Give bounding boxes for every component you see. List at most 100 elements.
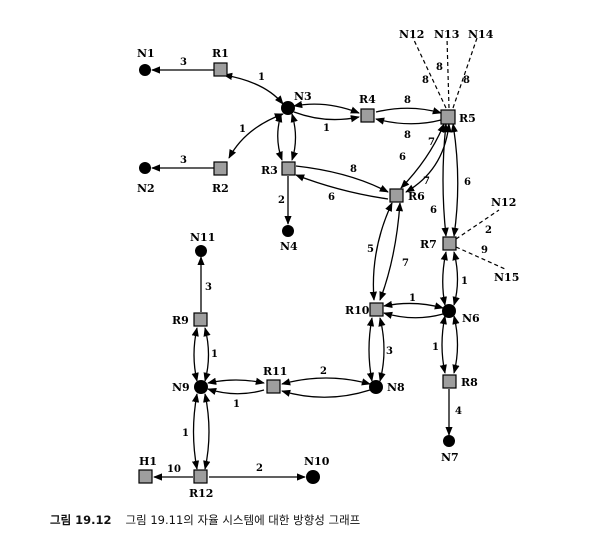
label-h1: H1 [139, 455, 157, 468]
weight-n3-r4: 1 [323, 123, 330, 134]
weight-r3-r6: 8 [350, 164, 357, 175]
edge-r5-r7-left [441, 123, 449, 237]
weight-r10-n6: 1 [409, 293, 416, 304]
caption-number: 그림 19.12 [50, 513, 112, 527]
weight-r10-n8: 3 [386, 346, 393, 357]
networks [139, 64, 456, 484]
label-n12-top: N12 [399, 28, 424, 41]
weight-r6-r5-a: 6 [399, 152, 406, 163]
weight-n9-r11: 1 [233, 399, 240, 410]
edge-n3-r4-top [293, 100, 360, 114]
label-r9: R9 [172, 314, 189, 327]
weight-r1-n3: 1 [258, 72, 265, 83]
router-r6 [389, 188, 404, 203]
weight-r9-n9: 1 [211, 349, 218, 360]
label-n12-right: N12 [491, 196, 516, 209]
edge-n9-r11-bottom [207, 388, 265, 395]
label-n7: N7 [441, 451, 459, 464]
weight-r5-r7: 6 [464, 177, 471, 188]
label-n3: N3 [294, 90, 312, 103]
weight-r5-r4: 8 [404, 130, 411, 141]
weight-r6-r3: 6 [328, 192, 335, 203]
host-h1 [138, 469, 153, 484]
figure-caption: 그림 19.12 그림 19.11의 자율 시스템에 대한 방향성 그래프 [50, 512, 360, 528]
router-r7 [442, 236, 457, 251]
edges [151, 37, 506, 481]
dashed-r5-n13 [446, 37, 450, 109]
label-r10: R10 [345, 304, 370, 317]
network-n3 [281, 101, 295, 115]
weight-r6-r10: 5 [367, 244, 374, 255]
edge-r10-n6-top [383, 300, 444, 310]
router-r4 [360, 108, 375, 123]
weight-r7-r5: 6 [430, 205, 437, 216]
edge-r9-n9-right [203, 327, 211, 382]
edge-r6-r10-right [379, 202, 404, 301]
routers [138, 62, 457, 484]
network-n6 [442, 304, 456, 318]
weight-n9-r12: 1 [182, 428, 189, 439]
network-n8 [369, 380, 383, 394]
edge-r6-r10-left [369, 202, 393, 301]
weight-r4-r5: 8 [404, 95, 411, 106]
dashed-r5-n14 [452, 37, 478, 109]
edge-n9-r12-left [191, 393, 200, 470]
network-n1 [139, 64, 151, 76]
node-labels: N1 R1 N2 R2 N3 R3 N4 R4 R5 R6 R7 N6 R10 … [137, 28, 519, 500]
edge-r11-n8-bottom [281, 389, 371, 398]
edge-r3-r6 [295, 165, 389, 193]
label-n4: N4 [280, 240, 298, 253]
router-r11 [266, 379, 281, 394]
edge-r10-n6-bottom [383, 311, 444, 319]
dashed-r7-n15 [455, 246, 506, 270]
edge-n6-r8-left [439, 315, 447, 374]
network-n9 [194, 380, 208, 394]
weight-r7-n15: 9 [481, 245, 488, 256]
label-r6: R6 [408, 190, 425, 203]
label-r3: R3 [261, 164, 278, 177]
edge-n9-r11-top [207, 377, 265, 385]
router-r3 [281, 161, 296, 176]
caption-text: 그림 19.11의 자율 시스템에 대한 방향성 그래프 [125, 513, 361, 527]
label-n6: N6 [462, 312, 480, 325]
weight-r12-n10: 2 [256, 463, 263, 474]
weight-n6-r8: 1 [432, 342, 439, 353]
edge-r5-r4 [375, 117, 442, 125]
weight-r5-n13: 8 [436, 62, 443, 73]
label-n13: N13 [434, 28, 459, 41]
edge-n3-r3-right [290, 113, 298, 161]
edge-r1-n3 [223, 72, 284, 105]
edge-r6-r3 [295, 174, 389, 200]
label-n8: N8 [387, 381, 405, 394]
dashed-r5-n12 [412, 37, 447, 109]
edge-r7-n6-right [452, 251, 460, 306]
weight-r11-n8: 2 [320, 366, 327, 377]
edge-n6-r8-right [452, 315, 460, 374]
router-r12 [193, 469, 208, 484]
edge-r7-n6-left [439, 251, 448, 306]
label-n1: N1 [137, 47, 155, 60]
weight-r5-n12: 8 [422, 75, 429, 86]
label-r7: R7 [420, 238, 437, 251]
label-n14: N14 [468, 28, 494, 41]
edge-r5-r7-right [450, 123, 459, 237]
label-n11: N11 [190, 231, 215, 244]
label-n2: N2 [137, 182, 155, 195]
edge-r9-n9-left [191, 327, 199, 382]
weight-r5-n14: 8 [463, 75, 470, 86]
router-r2 [213, 161, 228, 176]
edge-n3-r2 [228, 113, 284, 159]
weight-r9-n11: 3 [205, 282, 212, 293]
weight-r7-n6: 1 [461, 276, 468, 287]
weight-r5-r6: 7 [428, 137, 435, 148]
edge-r11-n8-top [281, 377, 371, 386]
label-r4: R4 [359, 93, 376, 106]
edge-r10-n8-right [378, 317, 386, 382]
router-r5 [440, 109, 456, 125]
router-r8 [442, 374, 457, 389]
weight-n3-r2: 1 [239, 124, 246, 135]
network-n4 [282, 225, 294, 237]
weight-r7-n12: 2 [485, 225, 492, 236]
label-r1: R1 [212, 47, 229, 60]
weight-h1-r12: 10 [167, 464, 181, 475]
